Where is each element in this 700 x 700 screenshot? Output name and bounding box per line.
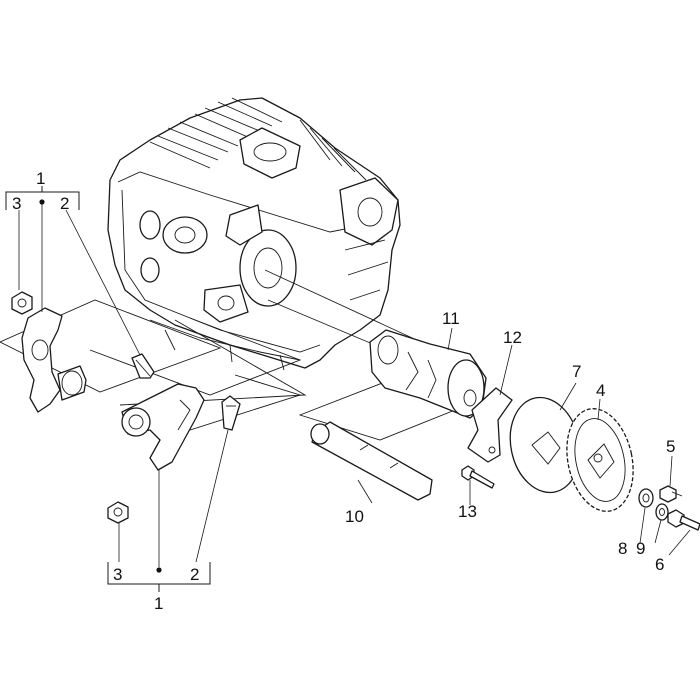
callout-6: 6	[655, 555, 664, 574]
callout-2-mid: 2	[190, 565, 199, 584]
callout-9: 9	[636, 539, 645, 558]
washer-9	[655, 503, 669, 521]
callout-7: 7	[572, 362, 581, 381]
nut-lower	[107, 501, 129, 524]
cam-disc	[509, 396, 581, 494]
rocker-arm-lower	[121, 383, 205, 471]
bracket-bottom-dot	[156, 567, 162, 573]
callout-13: 13	[458, 502, 477, 521]
callout-12: 12	[503, 328, 522, 347]
adjusting-screw-upper	[131, 353, 155, 379]
callout-11: 11	[442, 309, 460, 328]
callout-1-bottom: 1	[154, 594, 163, 613]
screw-13	[461, 465, 495, 489]
cylinder-head	[107, 97, 401, 371]
callout-5: 5	[666, 437, 675, 456]
screw-6	[667, 509, 700, 531]
rocker-arm-upper	[21, 307, 87, 413]
washer-8	[638, 488, 654, 508]
bracket-top	[5, 186, 80, 210]
callout-10: 10	[345, 507, 364, 526]
callout-4: 4	[596, 381, 605, 400]
decompressor-plate	[467, 387, 513, 463]
bracket-top-dot	[39, 199, 45, 205]
leader-lines	[18, 202, 691, 567]
callout-2-top: 2	[60, 194, 69, 213]
callout-1-top: 1	[36, 169, 45, 188]
callout-3-top: 3	[12, 194, 21, 213]
rocker-shaft	[310, 421, 433, 501]
bracket-bottom	[107, 562, 211, 592]
callout-3-bottom: 3	[113, 565, 122, 584]
nut-upper	[11, 291, 33, 315]
adjusting-screw-lower	[221, 395, 241, 431]
camshaft	[369, 329, 487, 419]
camshaft-sprocket	[566, 408, 634, 512]
callout-8: 8	[618, 539, 627, 558]
screw-5	[659, 485, 683, 503]
